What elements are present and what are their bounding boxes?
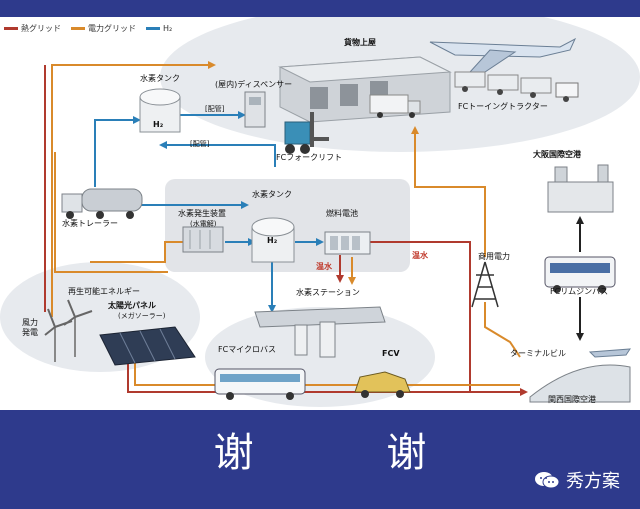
label-fcv: FCV bbox=[382, 349, 400, 358]
cargo-building-icon bbox=[278, 56, 452, 123]
legend-item-heat: 熱グリッド bbox=[4, 23, 61, 34]
bus-arrow-up-head bbox=[576, 216, 584, 224]
power-arrow-top bbox=[208, 61, 216, 69]
airplane-icon bbox=[429, 37, 577, 73]
label-kansai-airport: 関西国際空港 bbox=[548, 395, 596, 404]
fcv-car-icon bbox=[354, 371, 411, 398]
thanks-title: 谢 谢 bbox=[213, 430, 487, 476]
label-hydrogen-tank-top: 水素タンク bbox=[140, 74, 180, 83]
h2-arrow-fuelcell bbox=[316, 238, 324, 246]
brand-watermark: 秀方案 bbox=[534, 467, 620, 493]
towing-tractor-icon bbox=[454, 71, 579, 102]
label-h2-mid: H₂ bbox=[267, 236, 278, 245]
label-h2-top: H₂ bbox=[153, 120, 164, 129]
legend-item-h2: H₂ bbox=[146, 24, 172, 33]
label-terminal-building: ターミナルビル bbox=[510, 349, 566, 358]
power-line-trailer bbox=[54, 152, 168, 273]
label-hydrogen-generator: 水素発生装置 bbox=[178, 209, 226, 218]
legend-swatch-h2 bbox=[146, 26, 160, 30]
legend-label-h2: H₂ bbox=[163, 23, 173, 33]
label-indoor-dispenser: (屋内)ディスペンサー bbox=[215, 80, 293, 89]
label-renewable-energy: 再生可能エネルギー bbox=[68, 287, 140, 296]
warm-water-arrow-1 bbox=[336, 275, 344, 283]
power-line-terminal bbox=[484, 302, 521, 358]
label-osaka-airport: 大阪国際空港 bbox=[533, 150, 581, 159]
hydrogen-trailer-icon bbox=[61, 188, 143, 219]
label-commercial-power: 商用電力 bbox=[478, 252, 510, 261]
h2-arrow-tank bbox=[133, 116, 141, 124]
hydrogen-generator-icon bbox=[182, 226, 224, 253]
h2-arrow-station bbox=[268, 305, 276, 313]
label-cargo-building: 貨物上屋 bbox=[344, 38, 376, 47]
solar-panel-icon bbox=[99, 326, 196, 366]
power-arrow-cargo bbox=[411, 126, 419, 134]
legend-label-power: 電力グリッド bbox=[88, 23, 136, 33]
h2-arrow-midtank bbox=[241, 201, 249, 209]
warm-water-arrow-2 bbox=[348, 277, 356, 285]
label-wind-power: 風力 発電 bbox=[22, 318, 38, 337]
power-line-commercial bbox=[414, 132, 486, 257]
label-warm-water-1: 温水 bbox=[316, 262, 332, 271]
power-line-top bbox=[51, 64, 210, 317]
legend-swatch-power bbox=[71, 26, 85, 30]
label-fc-towing-tractor: FCトーイングトラクター bbox=[458, 102, 548, 111]
label-hydrogen-trailer: 水素トレーラー bbox=[62, 219, 118, 228]
label-hydrogen-station: 水素ステーション bbox=[296, 288, 360, 297]
bus-arrow-down-head bbox=[576, 333, 584, 341]
hydrogen-tank-top-icon bbox=[139, 88, 181, 133]
label-water-electrolysis: (水電解) bbox=[190, 220, 217, 228]
heat-arrow-airport bbox=[520, 388, 528, 396]
legend: 熱グリッド 電力グリッド H₂ bbox=[4, 21, 172, 35]
wechat-icon bbox=[535, 472, 560, 489]
kansai-airport-icon bbox=[529, 348, 631, 403]
label-fc-forklift: FCフォークリフト bbox=[276, 153, 343, 162]
label-solar-panel: 太陽光パネル bbox=[108, 301, 156, 310]
power-tower-icon bbox=[471, 261, 499, 308]
osaka-airport-icon bbox=[547, 164, 614, 213]
label-mega-solar: (メガソーラー) bbox=[118, 312, 166, 320]
legend-label-heat: 熱グリッド bbox=[21, 23, 61, 33]
h2-line-trailer-tank bbox=[94, 119, 135, 187]
fuel-cell-icon bbox=[324, 231, 371, 255]
fc-microbus-icon bbox=[214, 368, 306, 400]
label-fc-limousine-bus: FCリムジンバス bbox=[550, 287, 609, 296]
power-line-generator bbox=[90, 241, 190, 263]
hydrogen-system-diagram bbox=[0, 17, 640, 407]
forklift-icon bbox=[284, 112, 329, 154]
footer-band bbox=[0, 410, 640, 509]
label-hydrogen-tank-mid: 水素タンク bbox=[252, 190, 292, 199]
limousine-bus-icon bbox=[544, 256, 616, 293]
label-fuel-cell: 燃料電池 bbox=[326, 209, 358, 218]
hydrogen-station-icon bbox=[254, 306, 386, 358]
diagram-panel bbox=[0, 17, 640, 410]
label-piping-2: [配管] bbox=[190, 140, 210, 148]
h2-line-forklift bbox=[165, 144, 276, 167]
h2-arrow-dispenser bbox=[238, 111, 246, 119]
brand-name: 秀方案 bbox=[566, 471, 620, 492]
label-warm-water-2: 温水 bbox=[412, 251, 428, 260]
legend-item-power: 電力グリッド bbox=[71, 23, 136, 34]
delivery-truck-icon bbox=[369, 94, 421, 118]
hydrogen-tank-mid-icon bbox=[251, 217, 295, 263]
label-fc-microbus: FCマイクロバス bbox=[218, 345, 277, 354]
dispenser-icon bbox=[244, 91, 266, 128]
label-piping-1: [配管] bbox=[205, 105, 225, 113]
legend-swatch-heat bbox=[4, 26, 18, 30]
wind-turbine-icon bbox=[44, 299, 93, 362]
h2-arrow-piping bbox=[159, 141, 167, 149]
